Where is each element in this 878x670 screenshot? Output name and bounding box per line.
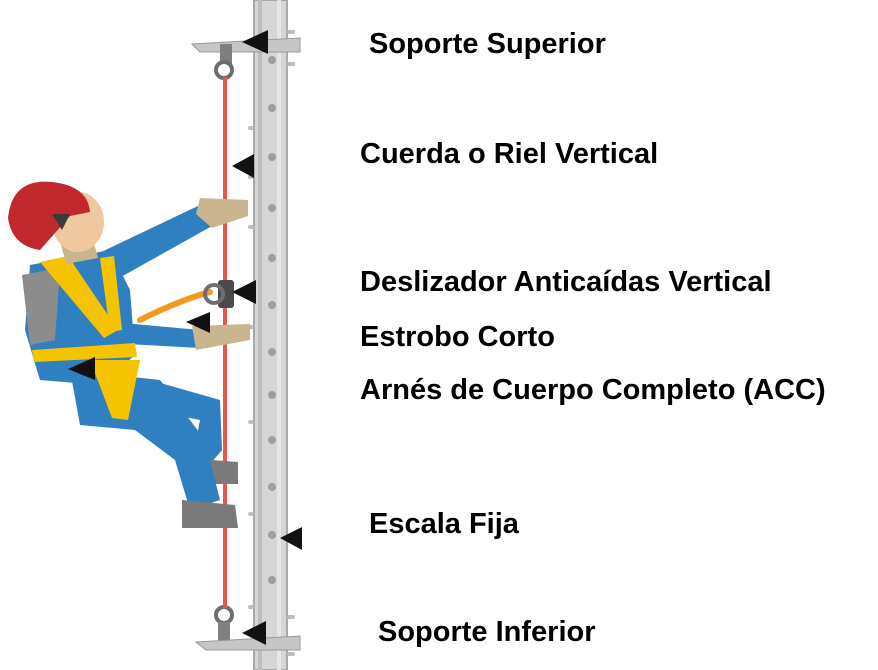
top-support-bracket [190, 37, 301, 80]
label-bottom-support: Soporte Inferior [378, 616, 596, 648]
marker-bottom-support [242, 621, 266, 645]
marker-fall-arrester [232, 280, 256, 304]
label-vertical-rail: Cuerda o Riel Vertical [360, 138, 659, 170]
pointer-markers [68, 30, 302, 645]
marker-vertical-rail [232, 154, 254, 178]
marker-fixed-ladder [280, 527, 302, 550]
harness [32, 256, 140, 420]
label-top-support: Soporte Superior [369, 28, 606, 60]
label-fall-arrester: Deslizador Anticaídas Vertical [360, 266, 772, 298]
short-lanyard [137, 289, 213, 323]
worker-figure [8, 181, 250, 528]
label-full-body-harness: Arnés de Cuerpo Completo (ACC) [360, 374, 826, 406]
marker-top-support [242, 30, 268, 54]
fixed-ladder [248, 0, 295, 670]
helmet [8, 181, 90, 250]
label-short-lanyard: Estrobo Corto [360, 321, 555, 353]
label-fixed-ladder: Escala Fija [369, 508, 519, 540]
marker-short-lanyard [186, 312, 210, 333]
fall-arrester-device [203, 280, 234, 308]
marker-harness [68, 357, 95, 380]
ladder-rung-holes [268, 56, 276, 584]
